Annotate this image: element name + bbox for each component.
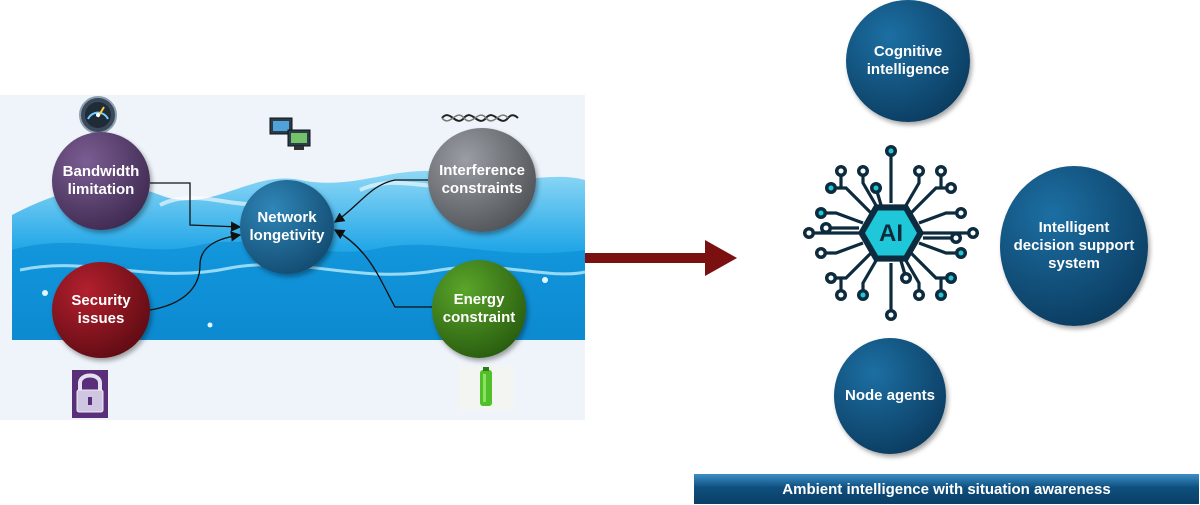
circuit-node-core bbox=[888, 148, 894, 154]
circuit-node-core bbox=[838, 292, 844, 298]
ai-chip-icon: AI bbox=[803, 145, 979, 321]
circuit-node-core bbox=[916, 292, 922, 298]
signal-wave-icon bbox=[441, 114, 519, 122]
circuit-node-core bbox=[958, 250, 964, 256]
ambient-intelligence-banner: Ambient intelligence with situation awar… bbox=[694, 474, 1199, 504]
circuit-trace bbox=[909, 251, 951, 280]
ai-label: AI bbox=[879, 220, 903, 247]
circuit-node-core bbox=[958, 210, 964, 216]
transition-arrow bbox=[585, 240, 737, 276]
circuit-node-core bbox=[818, 250, 824, 256]
circuit-node-core bbox=[948, 275, 954, 281]
circuit-node-core bbox=[938, 168, 944, 174]
circuit-node-core bbox=[873, 185, 879, 191]
circuit-node-core bbox=[888, 312, 894, 318]
node-cognitive-intelligence: Cognitive intelligence bbox=[846, 0, 970, 122]
banner-label: Ambient intelligence with situation awar… bbox=[782, 480, 1111, 498]
node-energy-constraint-label: Energy constraint bbox=[442, 291, 516, 326]
circuit-node-core bbox=[818, 210, 824, 216]
circuit-node-core bbox=[806, 230, 812, 236]
circuit-node-core bbox=[828, 275, 834, 281]
circuit-trace bbox=[918, 211, 961, 225]
circuit-trace bbox=[821, 241, 864, 255]
speedometer-icon bbox=[79, 96, 117, 134]
node-node-agents: Node agents bbox=[834, 338, 946, 454]
circuit-node-core bbox=[948, 185, 954, 191]
circuit-node-core bbox=[838, 168, 844, 174]
circuit-node-core bbox=[860, 168, 866, 174]
ai-hexagon-inner bbox=[865, 210, 917, 256]
node-bandwidth-limitation-label: Bandwidth limitation bbox=[62, 163, 140, 198]
circuit-trace bbox=[821, 211, 864, 225]
circuit-trace bbox=[909, 186, 951, 215]
battery-icon bbox=[458, 366, 514, 410]
circuit-node-core bbox=[938, 292, 944, 298]
circuit-node-core bbox=[828, 185, 834, 191]
circuit-node-core bbox=[953, 235, 959, 241]
connector-lines bbox=[149, 179, 432, 311]
circuit-node-core bbox=[916, 168, 922, 174]
lock-icon bbox=[72, 370, 108, 418]
node-decision-support: Intelligent decision support system bbox=[1000, 166, 1148, 326]
node-security-issues-label: Security issues bbox=[71, 292, 131, 327]
circuit-node-core bbox=[970, 230, 976, 236]
circuit-trace bbox=[831, 186, 873, 215]
circuit-trace bbox=[918, 241, 961, 255]
node-network-longetivity: Network longetivity bbox=[240, 180, 334, 274]
node-energy-constraint: Energy constraint bbox=[432, 260, 526, 358]
circuit-node-core bbox=[860, 292, 866, 298]
node-node-agents-label: Node agents bbox=[844, 387, 935, 404]
circuit-trace bbox=[831, 251, 873, 280]
circuit-node-core bbox=[823, 225, 829, 231]
node-cognitive-intelligence-label: Cognitive intelligence bbox=[866, 43, 950, 78]
node-decision-support-label: Intelligent decision support system bbox=[1013, 219, 1135, 272]
node-interference-constraints: Interference constraints bbox=[428, 128, 536, 232]
node-network-longetivity-label: Network longetivity bbox=[249, 209, 325, 244]
circuit-node-core bbox=[903, 275, 909, 281]
network-computers-icon bbox=[269, 117, 311, 150]
node-security-issues: Security issues bbox=[52, 262, 150, 358]
node-interference-constraints-label: Interference constraints bbox=[439, 162, 525, 197]
node-bandwidth-limitation: Bandwidth limitation bbox=[52, 132, 150, 230]
